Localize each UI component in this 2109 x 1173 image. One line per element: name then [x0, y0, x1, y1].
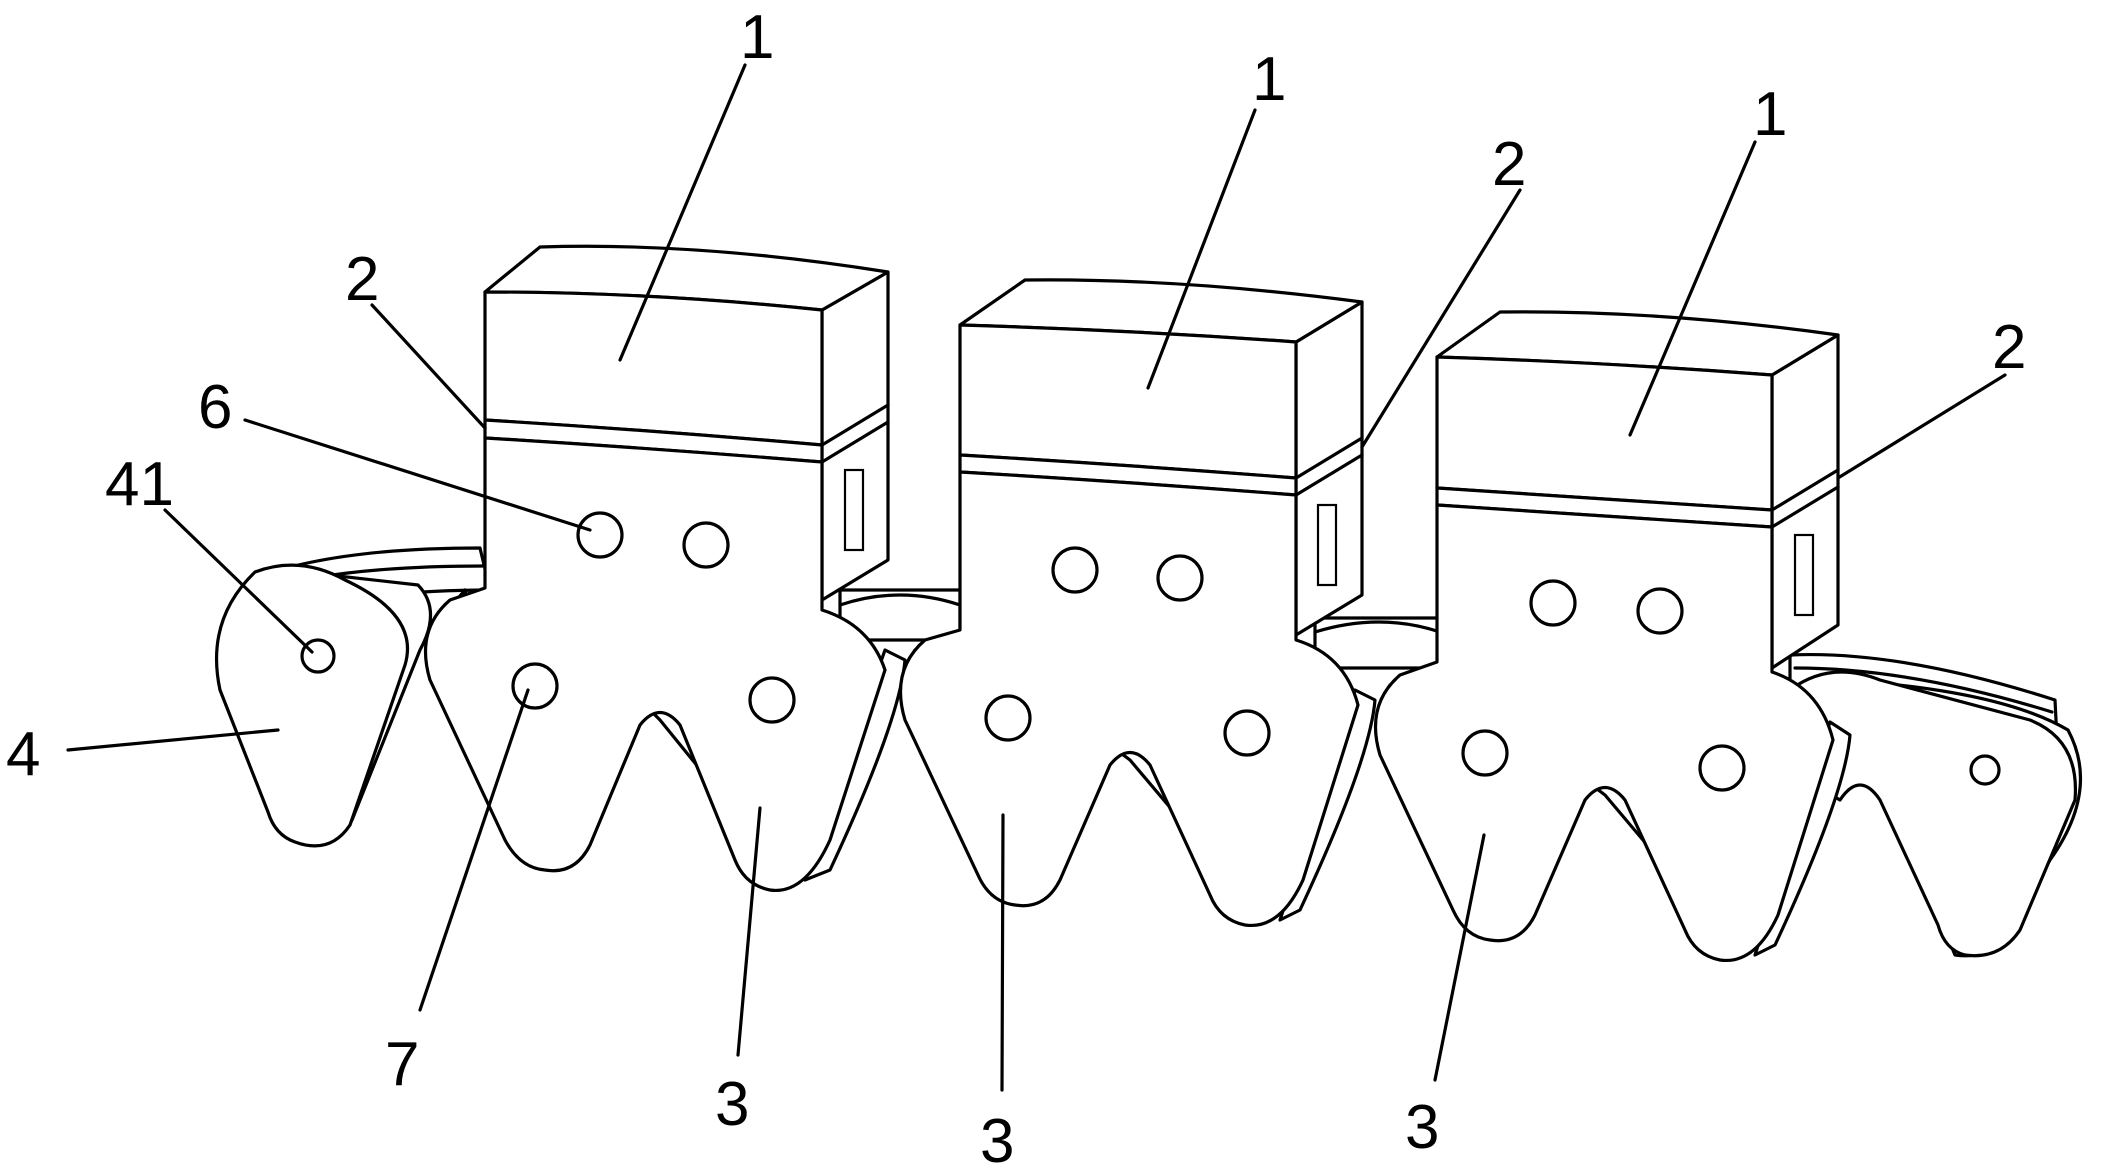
- label-tooth-mid: 3: [980, 1107, 1014, 1173]
- hole-upper-mid-1: [1051, 546, 1099, 594]
- cutter-block-right: [1435, 355, 1774, 512]
- label-block-mid: 1: [1252, 45, 1286, 114]
- tooth-plate-mid: [898, 470, 1360, 928]
- side-slot-mid: [1316, 503, 1338, 587]
- leader-lines: [66, 63, 2007, 1092]
- end-link-right-hole: [1969, 754, 2001, 786]
- label-hole-lower: 7: [385, 1030, 419, 1099]
- cutter-block-mid: [958, 323, 1298, 480]
- label-seam-left: 2: [345, 245, 379, 314]
- labels: 1 1 1 2 2 2 6 41 4 7 3 3 3: [6, 3, 2026, 1173]
- hole-lower-right-2: [1698, 744, 1746, 792]
- side-slot-right: [1793, 533, 1815, 617]
- side-slot-left: [843, 468, 865, 552]
- hole-lower-right-1: [1461, 729, 1509, 777]
- label-hole-upper: 6: [198, 373, 232, 442]
- hole-lower-left-2: [748, 676, 796, 724]
- hole-upper-right-2: [1636, 587, 1684, 635]
- hole-7: [511, 662, 559, 710]
- hole-upper-left-2: [682, 521, 730, 569]
- hole-lower-mid-2: [1223, 709, 1271, 757]
- label-block-left: 1: [740, 3, 774, 72]
- hole-lower-mid-1: [984, 694, 1032, 742]
- label-tooth-right: 3: [1405, 1093, 1439, 1162]
- link-unit-mid: [898, 278, 1377, 928]
- label-end-link: 4: [6, 720, 40, 789]
- hole-upper-mid-2: [1156, 554, 1204, 602]
- tooth-plate-left: [423, 436, 887, 892]
- end-link-left: [214, 563, 433, 848]
- end-link-right: [1788, 670, 2083, 958]
- hole-6: [576, 511, 624, 559]
- label-pin-hole: 41: [105, 450, 174, 519]
- hole-upper-right-1: [1529, 579, 1577, 627]
- link-unit-right: [1373, 310, 1852, 963]
- label-block-right: 1: [1753, 80, 1787, 149]
- label-tooth-left: 3: [715, 1070, 749, 1139]
- link-unit-left: [423, 244, 907, 892]
- label-seam-mid: 2: [1492, 130, 1526, 199]
- tooth-plate-right: [1373, 503, 1835, 963]
- label-seam-right: 2: [1992, 313, 2026, 382]
